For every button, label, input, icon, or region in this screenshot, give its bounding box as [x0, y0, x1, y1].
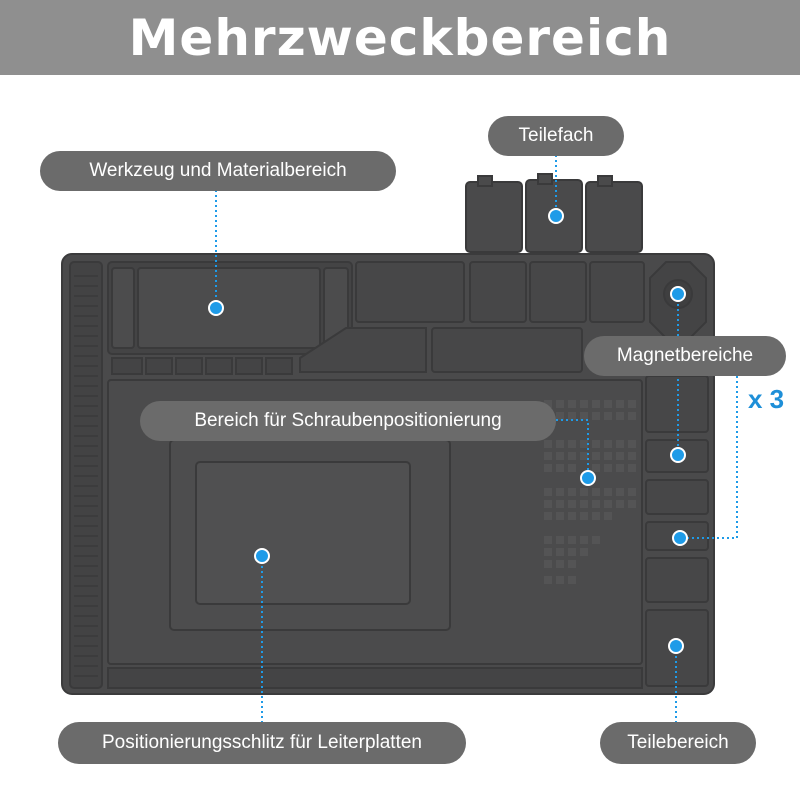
parts-area-marker-dot	[668, 638, 684, 654]
tool-material-callout: Werkzeug und Materialbereich	[40, 151, 396, 191]
pcb-slot-marker-dot	[254, 548, 270, 564]
title-banner: Mehrzweckbereich	[0, 0, 800, 75]
magnet-octagon-marker-dot	[670, 286, 686, 302]
parts-tray-3	[585, 181, 643, 253]
screw-positioning-callout: Bereich für Schraubenpositionierung	[140, 401, 556, 441]
parts-tray-1	[465, 181, 523, 253]
magnet-middle-marker-dot	[670, 447, 686, 463]
magnetic-area-callout: Magnetbereiche	[584, 336, 786, 376]
magnet-lower-marker-dot	[672, 530, 688, 546]
pcb-slot-callout: Positionierungsschlitz für Leiterplatten	[58, 722, 466, 764]
parts-tray-callout: Teilefach	[488, 116, 624, 156]
tools-box	[355, 261, 465, 323]
parts-tray-marker-dot	[548, 208, 564, 224]
tool-area-marker-dot	[208, 300, 224, 316]
screw-grid-marker-dot	[580, 470, 596, 486]
parts-area-callout: Teilebereich	[600, 722, 756, 764]
magnetic-count-label: x 3	[748, 384, 785, 414]
page-title: Mehrzweckbereich	[128, 8, 672, 67]
ruler-left	[69, 261, 103, 689]
pcb-slot	[195, 461, 411, 605]
